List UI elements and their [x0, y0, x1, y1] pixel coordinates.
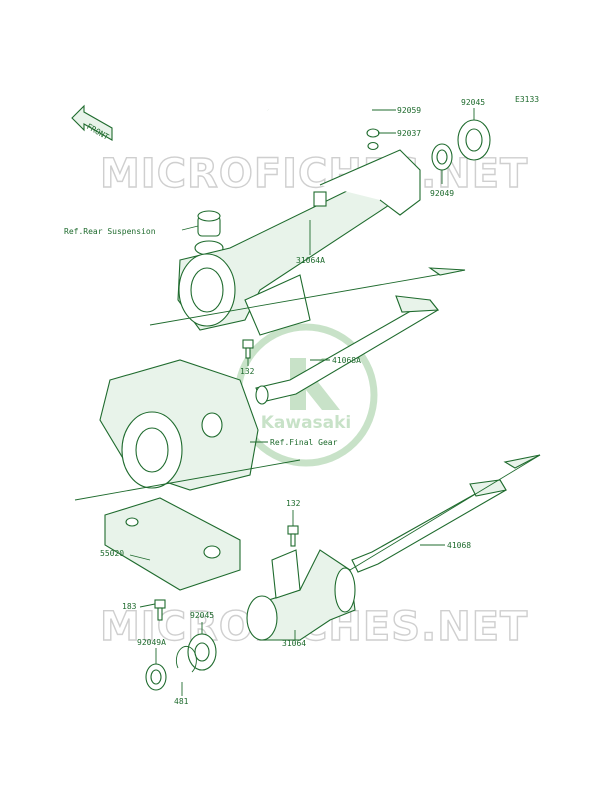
breather-hose-92059 [266, 101, 374, 134]
final-gear-case [74, 359, 301, 501]
label-41068A: 41068A [332, 356, 361, 365]
label-31064: 31064 [282, 639, 306, 648]
label-92059: 92059 [397, 106, 421, 115]
drive-shaft-housing-31064 [246, 549, 356, 641]
watermark-top: MICROFICHES.NET [100, 151, 528, 197]
front-arrow-icon: FRONT [71, 104, 113, 142]
label-132-top: 132 [240, 367, 255, 376]
rubber-damper [194, 210, 224, 256]
label-55020: 55020 [100, 549, 124, 558]
clamp-92037 [366, 128, 380, 151]
bolt-132-mid [287, 525, 299, 547]
drive-shaft-41068 [349, 454, 541, 573]
bracket-55020 [104, 497, 241, 591]
label-92045-bottom: 92045 [190, 611, 214, 620]
diagram-code: E3133 [515, 95, 539, 104]
leader-lines [129, 108, 475, 696]
bearing-92045-top [457, 119, 491, 161]
label-41068: 41068 [447, 541, 471, 550]
label-ref-final-gear: Ref.Final Gear [270, 438, 338, 447]
label-183: 183 [122, 602, 137, 611]
label-92045-top: 92045 [461, 98, 485, 107]
drive-shaft-41068A [255, 295, 440, 405]
label-92049A: 92049A [137, 638, 166, 647]
label-481: 481 [174, 697, 189, 706]
circlip-481 [175, 645, 197, 673]
label-92037: 92037 [397, 129, 421, 138]
oil-seal-92049 [431, 143, 453, 171]
bearing-92045-bottom [187, 633, 217, 671]
oil-seal-92049A [145, 663, 167, 691]
label-92049: 92049 [430, 189, 454, 198]
drive-shaft-housing-31064A [149, 149, 466, 336]
logo-text: Kawasaki [261, 413, 352, 433]
label-ref-rear-suspension: Ref.Rear Suspension [64, 227, 156, 236]
label-31064A: 31064A [296, 256, 325, 265]
label-132-mid: 132 [286, 499, 301, 508]
